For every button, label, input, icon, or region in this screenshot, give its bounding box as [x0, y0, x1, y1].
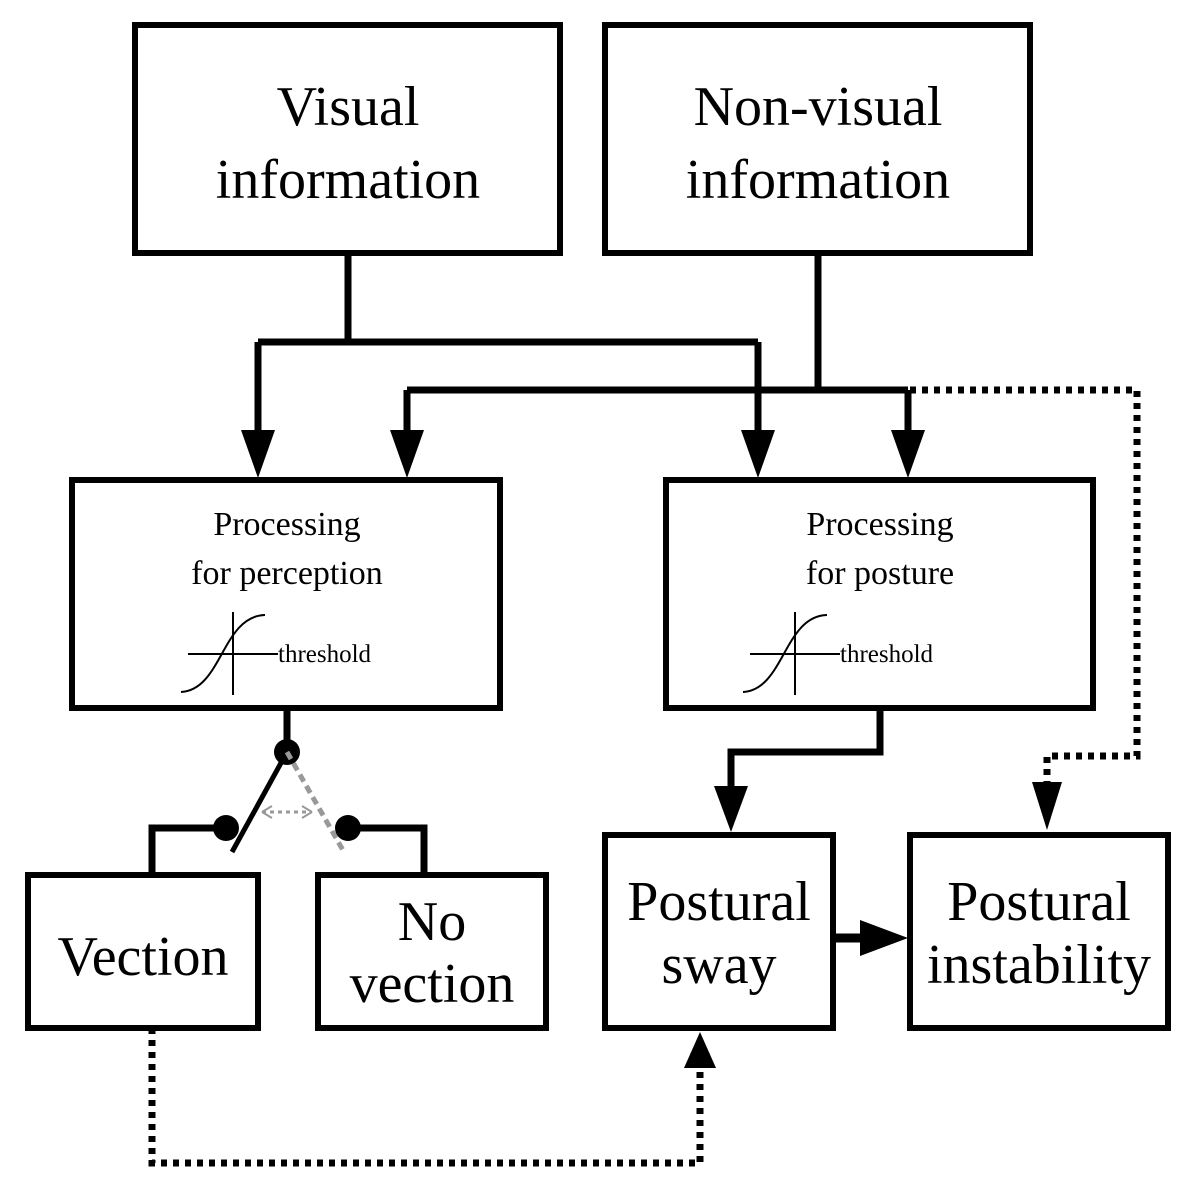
- visual-information-label-2: information: [216, 149, 480, 211]
- box-visual-information: Visual information: [132, 22, 563, 256]
- perception-switch: [148, 708, 428, 875]
- box-postural-sway: Postural sway: [602, 832, 836, 1031]
- no-vection-label-1: No: [398, 891, 466, 953]
- postural-instability-label-2: instability: [927, 934, 1151, 996]
- arrow-to-postural-instability: [860, 920, 908, 956]
- perception-label-2: for perception: [191, 555, 383, 592]
- box-postural-instability: Postural instability: [907, 832, 1171, 1031]
- arrow-visual-to-posture: [741, 430, 775, 478]
- box-processing-perception: Processing for perception threshold: [69, 477, 503, 711]
- posture-threshold-label: threshold: [840, 641, 934, 668]
- arrow-dotted-to-instability: [1032, 782, 1062, 830]
- threshold-sigmoid-icon: [180, 612, 278, 695]
- postural-sway-label-1: Postural: [627, 871, 811, 933]
- non-visual-information-label-1: Non-visual: [694, 76, 943, 138]
- arrow-nonvisual-to-perception: [390, 430, 424, 478]
- arrow-to-postural-sway: [714, 786, 748, 832]
- non-visual-information-label-2: information: [686, 149, 950, 211]
- box-vection: Vection: [25, 872, 261, 1031]
- visual-branch-connector: [254, 253, 762, 440]
- perception-label-1: Processing: [213, 506, 360, 543]
- arrow-nonvisual-to-posture: [891, 430, 925, 478]
- threshold-sigmoid-icon: [742, 612, 840, 695]
- posture-label-1: Processing: [806, 506, 953, 543]
- vection-to-sway-dotted: [148, 1028, 704, 1167]
- box-no-vection: No vection: [315, 872, 549, 1031]
- postural-instability-label-1: Postural: [947, 871, 1131, 933]
- arrow-visual-to-perception: [241, 430, 275, 478]
- no-vection-label-2: vection: [350, 953, 515, 1015]
- visual-information-label-1: Visual: [277, 76, 420, 138]
- box-processing-posture: Processing for posture threshold: [663, 477, 1096, 711]
- vection-label: Vection: [57, 926, 228, 988]
- arrow-dotted-to-sway: [684, 1032, 716, 1068]
- nonvisual-to-instability-dotted: [910, 386, 1141, 790]
- perception-threshold-label: threshold: [278, 641, 372, 668]
- box-non-visual-information: Non-visual information: [602, 22, 1033, 256]
- nonvisual-branch-connector: [403, 253, 912, 440]
- posture-label-2: for posture: [806, 555, 954, 592]
- postural-sway-label-2: sway: [661, 934, 776, 996]
- posture-to-sway-connector: [727, 708, 884, 795]
